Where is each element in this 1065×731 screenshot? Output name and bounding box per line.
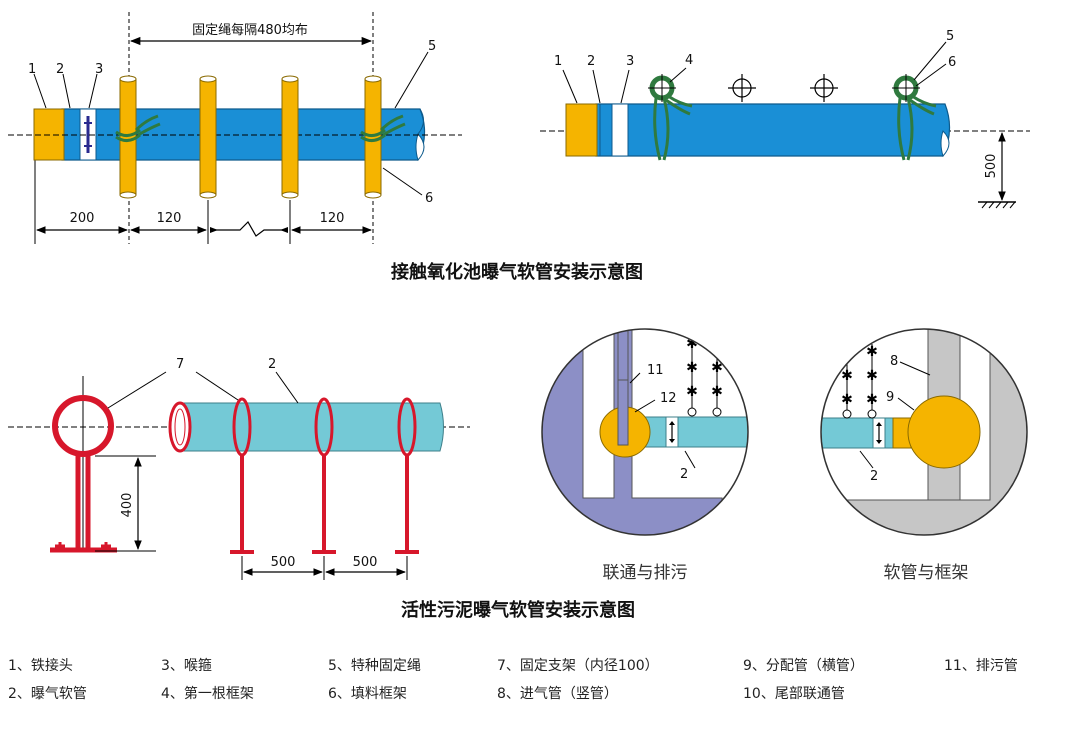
hose-clamp-2 [611, 103, 629, 157]
special-fixing-ropes [115, 114, 406, 142]
legend-item-2: 2、曝气软管 [8, 686, 87, 702]
frame-sections [728, 74, 838, 102]
callout-3: 3 [95, 62, 103, 77]
svg-text:✱: ✱ [711, 384, 723, 400]
svg-text:✱: ✱ [866, 368, 878, 384]
d3-callout-2: 2 [268, 357, 276, 372]
iron-joint-2 [565, 103, 598, 157]
svg-text:✱: ✱ [711, 360, 723, 376]
svg-text:✱: ✱ [841, 368, 853, 384]
svg-text:✱: ✱ [866, 392, 878, 408]
diagram2-first-frame: 1 2 3 4 5 6 500 [540, 29, 1030, 209]
legend-item-9: 9、分配管（横管） [743, 658, 864, 674]
first-frame-ring [648, 74, 920, 102]
legend-item-8: 8、进气管（竖管） [497, 686, 618, 702]
dim-120-a: 120 [157, 211, 182, 226]
d2-callout-3: 3 [626, 54, 634, 69]
d2-callout-1: 1 [554, 54, 562, 69]
callout-5: 5 [428, 39, 436, 54]
svg-text:✱: ✱ [686, 384, 698, 400]
svg-text:✱: ✱ [841, 392, 853, 408]
d3-height-400: 400 [120, 493, 135, 518]
detail2-caption: 软管与框架 [884, 563, 969, 583]
det2-callout-8: 8 [890, 354, 898, 369]
legend-item-7: 7、固定支架（内径100） [497, 658, 659, 674]
detail-hose-frame: ✱ ✱ ✱ ✱ ✱ 8 9 2 软管与框架 [820, 328, 1028, 583]
detail1-caption: 联通与排污 [603, 563, 688, 583]
d2-callout-5: 5 [946, 29, 954, 44]
det2-callout-9: 9 [886, 390, 894, 405]
callout-1: 1 [28, 62, 36, 77]
diagram1-title: 接触氧化池曝气软管安装示意图 [391, 261, 643, 283]
legend-item-6: 6、填料框架 [328, 686, 407, 702]
callout-2: 2 [56, 62, 64, 77]
d3-dim-500-b: 500 [353, 555, 378, 570]
legend-item-11: 11、排污管 [944, 658, 1018, 674]
d2-callout-4: 4 [685, 53, 693, 68]
diagram3-title: 活性污泥曝气软管安装示意图 [401, 599, 635, 621]
dim-120-b: 120 [320, 211, 345, 226]
svg-text:✱: ✱ [686, 360, 698, 376]
support-ring [52, 395, 114, 457]
svg-text:✱: ✱ [686, 336, 698, 352]
d2-callout-6: 6 [948, 55, 956, 70]
top-spacing-label: 固定绳每隔480均布 [192, 22, 308, 38]
legend-item-10: 10、尾部联通管 [743, 686, 845, 702]
aeration-hose-2 [595, 103, 951, 157]
legend-item-3: 3、喉箍 [161, 658, 212, 674]
det1-callout-12: 12 [660, 391, 677, 406]
legend-item-4: 4、第一根框架 [161, 686, 254, 702]
d3-callout-7: 7 [176, 357, 184, 372]
callout-6: 6 [425, 191, 433, 206]
det1-callout-2: 2 [680, 467, 688, 482]
ropes-2 [653, 94, 937, 161]
d2-height-500: 500 [984, 154, 999, 179]
fixed-supports [230, 397, 419, 554]
det2-callout-2: 2 [870, 469, 878, 484]
legend-item-1: 1、铁接头 [8, 658, 73, 674]
diagram3-activated-sludge: 400 500 500 7 2 活性污泥曝气软管安装示意图 [8, 357, 635, 621]
dim-200: 200 [70, 211, 95, 226]
detail-connection-drain: ✱ ✱ ✱ ✱ ✱ 11 12 2 联通与排污 [541, 328, 749, 583]
diagram1-contact-oxidation: 固定绳每隔480均布 [8, 12, 643, 283]
d2-callout-2: 2 [587, 54, 595, 69]
legend-item-5: 5、特种固定绳 [328, 658, 421, 674]
svg-text:✱: ✱ [866, 344, 878, 360]
d3-dim-500-a: 500 [271, 555, 296, 570]
det1-callout-11: 11 [647, 363, 664, 378]
aeration-hose-3 [179, 402, 444, 452]
